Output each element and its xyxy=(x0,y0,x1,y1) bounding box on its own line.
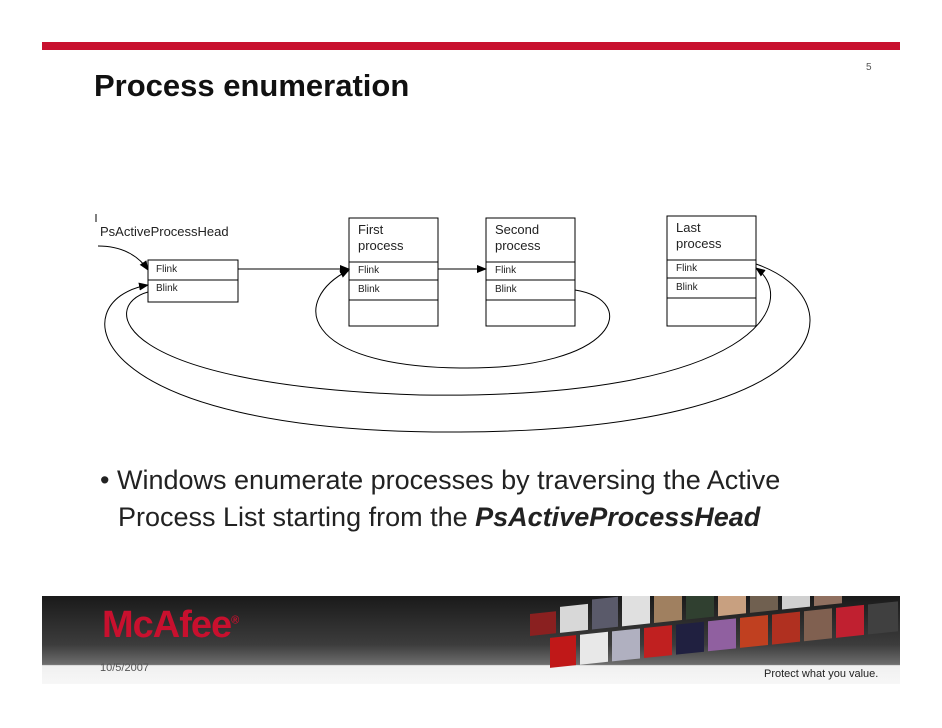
head-flink-label: Flink xyxy=(156,264,178,275)
last-to-head-flink-loop xyxy=(104,263,811,433)
second-process-box xyxy=(485,217,576,327)
first-node-line1: First xyxy=(358,222,384,237)
bullet-marker: • xyxy=(100,465,110,495)
photo-collage-decoration xyxy=(530,596,898,668)
second-flink-label: Flink xyxy=(495,265,517,276)
logo-registered-mark: ® xyxy=(231,614,239,627)
head-to-last-blink-loop xyxy=(126,267,772,396)
last-process-box xyxy=(666,215,757,327)
last-node-label: Last process xyxy=(676,220,722,252)
first-node-label: First process xyxy=(358,222,404,254)
bullet-point: • Windows enumerate processes by travers… xyxy=(100,462,860,536)
second-node-label: Second process xyxy=(495,222,541,254)
first-node-line2: process xyxy=(358,238,404,253)
second-blink-label: Blink xyxy=(495,284,517,295)
footer-tagline: Protect what you value. xyxy=(764,668,879,680)
bullet-emphasis: PsActiveProcessHead xyxy=(475,502,761,532)
bullet-text-prefix: Process List starting from the xyxy=(118,502,476,532)
head-blink-label: Blink xyxy=(156,283,178,294)
first-flink-label: Flink xyxy=(358,265,380,276)
bullet-text-line1: Windows enumerate processes by traversin… xyxy=(116,465,781,495)
first-blink-label: Blink xyxy=(358,284,380,295)
slide-date: 10/5/2007 xyxy=(100,662,149,674)
first-process-box xyxy=(348,217,439,327)
bullet-line-1: • Windows enumerate processes by travers… xyxy=(100,462,860,499)
head-label: PsActiveProcessHead xyxy=(100,224,229,239)
second-to-first-blink-loop xyxy=(315,269,611,369)
logo-text: McAfee xyxy=(102,604,232,646)
second-node-line1: Second xyxy=(495,222,540,237)
head-pointer-arrow xyxy=(97,245,149,271)
last-node-line2: process xyxy=(676,236,722,251)
bullet-line-2: Process List starting from the PsActiveP… xyxy=(100,499,860,536)
last-node-line1: Last xyxy=(676,220,701,235)
slide-title: Process enumeration xyxy=(94,68,410,103)
top-accent-bar xyxy=(42,42,900,50)
footer-banner: McAfee® 10/5/2007 Protect what yo xyxy=(42,596,900,684)
second-node-line2: process xyxy=(495,238,541,253)
mcafee-logo: McAfee® xyxy=(102,604,239,647)
last-blink-label: Blink xyxy=(676,282,698,293)
page-number: 5 xyxy=(866,62,872,73)
last-flink-label: Flink xyxy=(676,263,698,274)
